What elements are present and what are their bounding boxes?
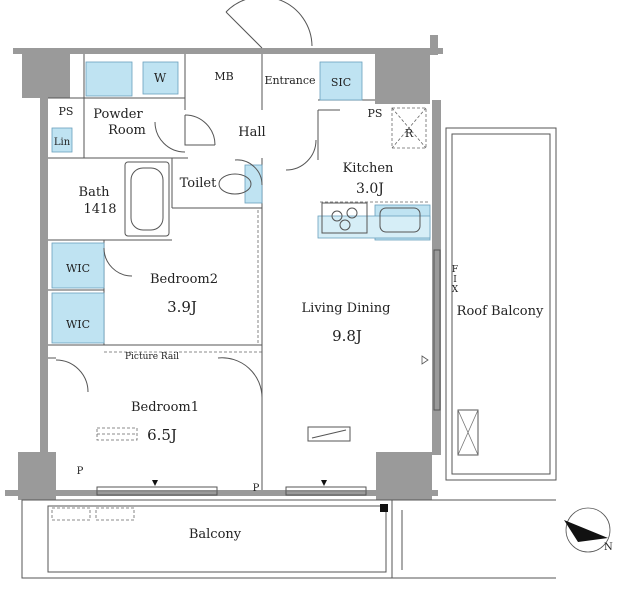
balcony-drain — [380, 504, 388, 512]
roof-balcony-area — [445, 127, 557, 481]
living-dining-label: Living Dining — [302, 301, 391, 316]
bath-size: 1418 — [83, 202, 116, 217]
north-arrow-icon — [564, 520, 608, 542]
ps-right-label: PS — [368, 107, 383, 120]
stove — [321, 202, 368, 234]
bedroom2-door — [103, 247, 133, 277]
toilet-door — [234, 159, 263, 186]
wic-upper-label: WIC — [66, 262, 90, 275]
hall-label: Hall — [238, 125, 265, 140]
bath-tub — [124, 161, 170, 237]
kitchen-label: Kitchen — [343, 161, 394, 176]
picture-rail-label: Picture Rail — [125, 352, 179, 362]
entrance-door — [225, 11, 263, 49]
wic-lower-label: WIC — [66, 318, 90, 331]
bath-label: Bath — [79, 185, 111, 200]
toilet-label: Toilet — [180, 176, 217, 191]
balcony-ac-1 — [51, 507, 91, 521]
kitchen-sink — [379, 207, 421, 233]
fix-label-i: I — [453, 275, 457, 285]
bedroom1-door — [217, 357, 263, 399]
doors — [55, 0, 340, 399]
window-marker-right — [321, 480, 327, 486]
washer-unit — [142, 61, 179, 95]
powder-room-label-1: Powder — [93, 107, 143, 122]
mb-label: MB — [214, 70, 233, 83]
window-marker-left — [152, 480, 158, 486]
bedroom1-label: Bedroom1 — [131, 400, 199, 415]
walls — [5, 35, 443, 500]
roof-balcony-label: Roof Balcony — [457, 304, 544, 319]
hall-door — [184, 114, 216, 146]
bedroom2-label: Bedroom2 — [150, 272, 218, 287]
washer-space — [85, 61, 133, 97]
powder-door — [154, 121, 186, 153]
bedroom1-size: 6.5J — [147, 426, 177, 444]
ps-left-label: PS — [59, 105, 74, 118]
balcony-ac-2 — [95, 507, 135, 521]
storage-fixtures — [51, 61, 431, 344]
wic-lower — [51, 292, 105, 344]
wic-upper — [51, 242, 105, 289]
kitchen-door — [285, 139, 317, 171]
entrance-label: Entrance — [264, 74, 315, 87]
kitchen-counter — [317, 215, 431, 239]
fix-label-x: X — [452, 285, 459, 295]
sic-label: SIC — [331, 76, 351, 89]
lin-label: Lin — [54, 137, 71, 148]
ac-unit — [307, 426, 351, 442]
column-top-right — [375, 48, 430, 104]
linen-closet — [51, 127, 73, 153]
powder-room-label-2: Room — [108, 123, 146, 138]
labels: Powder Room Hall Entrance MB SIC PS PS L… — [54, 70, 544, 542]
compass-north-label: N — [604, 542, 613, 553]
compass-ring — [565, 507, 611, 553]
windows — [96, 249, 441, 496]
compass: N — [564, 507, 613, 553]
toilet-tank — [244, 164, 263, 204]
bedroom2-size: 3.9J — [167, 298, 197, 316]
kitchen-size: 3.0J — [356, 181, 384, 197]
column-top-left — [22, 48, 70, 98]
wic-door — [55, 359, 89, 393]
shoe-closet — [319, 61, 363, 101]
fix-label-f: F — [452, 265, 458, 275]
pipe-center-label: P — [253, 483, 260, 494]
refrigerator-label: R — [405, 127, 414, 140]
toilet-bowl — [218, 173, 252, 195]
washer-label: W — [154, 71, 167, 85]
refrigerator — [391, 107, 427, 149]
pipe-left-label: P — [77, 466, 84, 477]
balcony-label: Balcony — [189, 527, 242, 542]
dashed-lines — [96, 201, 430, 441]
balcony-area — [21, 499, 556, 579]
living-dining-size: 9.8J — [332, 327, 362, 345]
